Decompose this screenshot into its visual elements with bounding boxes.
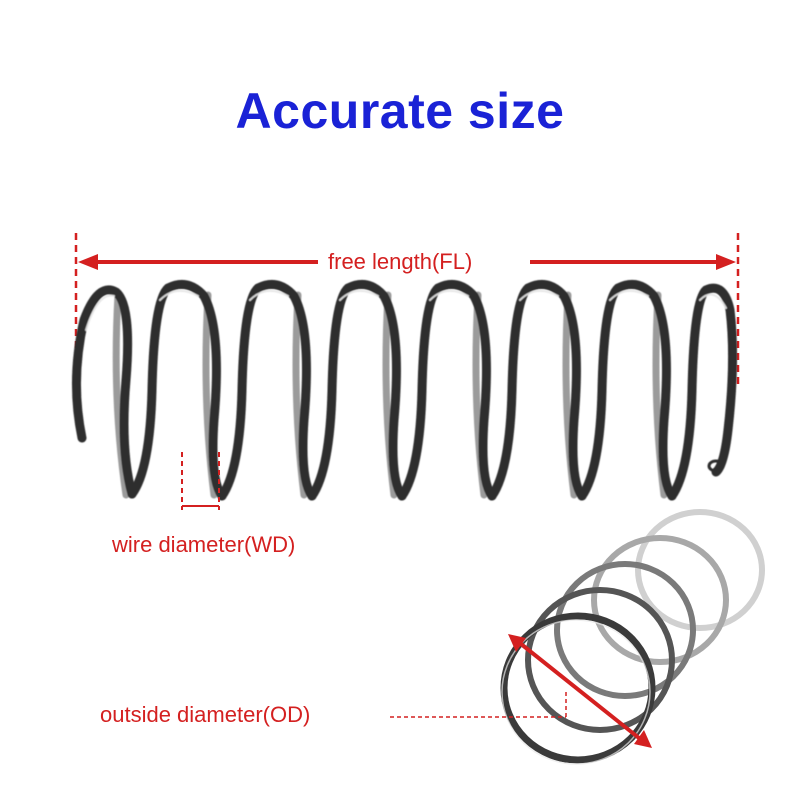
page-title: Accurate size (235, 83, 565, 139)
wire-diameter-label: wire diameter(WD) (112, 532, 296, 557)
main-spring (71, 279, 738, 501)
wire-diameter-dimension (181, 452, 220, 510)
perspective-spring (500, 509, 765, 765)
free-length-label: free length(FL) (328, 249, 473, 274)
fl-arrowhead-right (716, 254, 736, 270)
free-length-dimension (74, 233, 740, 386)
fl-arrowhead-left (78, 254, 98, 270)
outside-diameter-dimension (390, 634, 652, 748)
outside-diameter-label: outside diameter(OD) (100, 702, 311, 727)
